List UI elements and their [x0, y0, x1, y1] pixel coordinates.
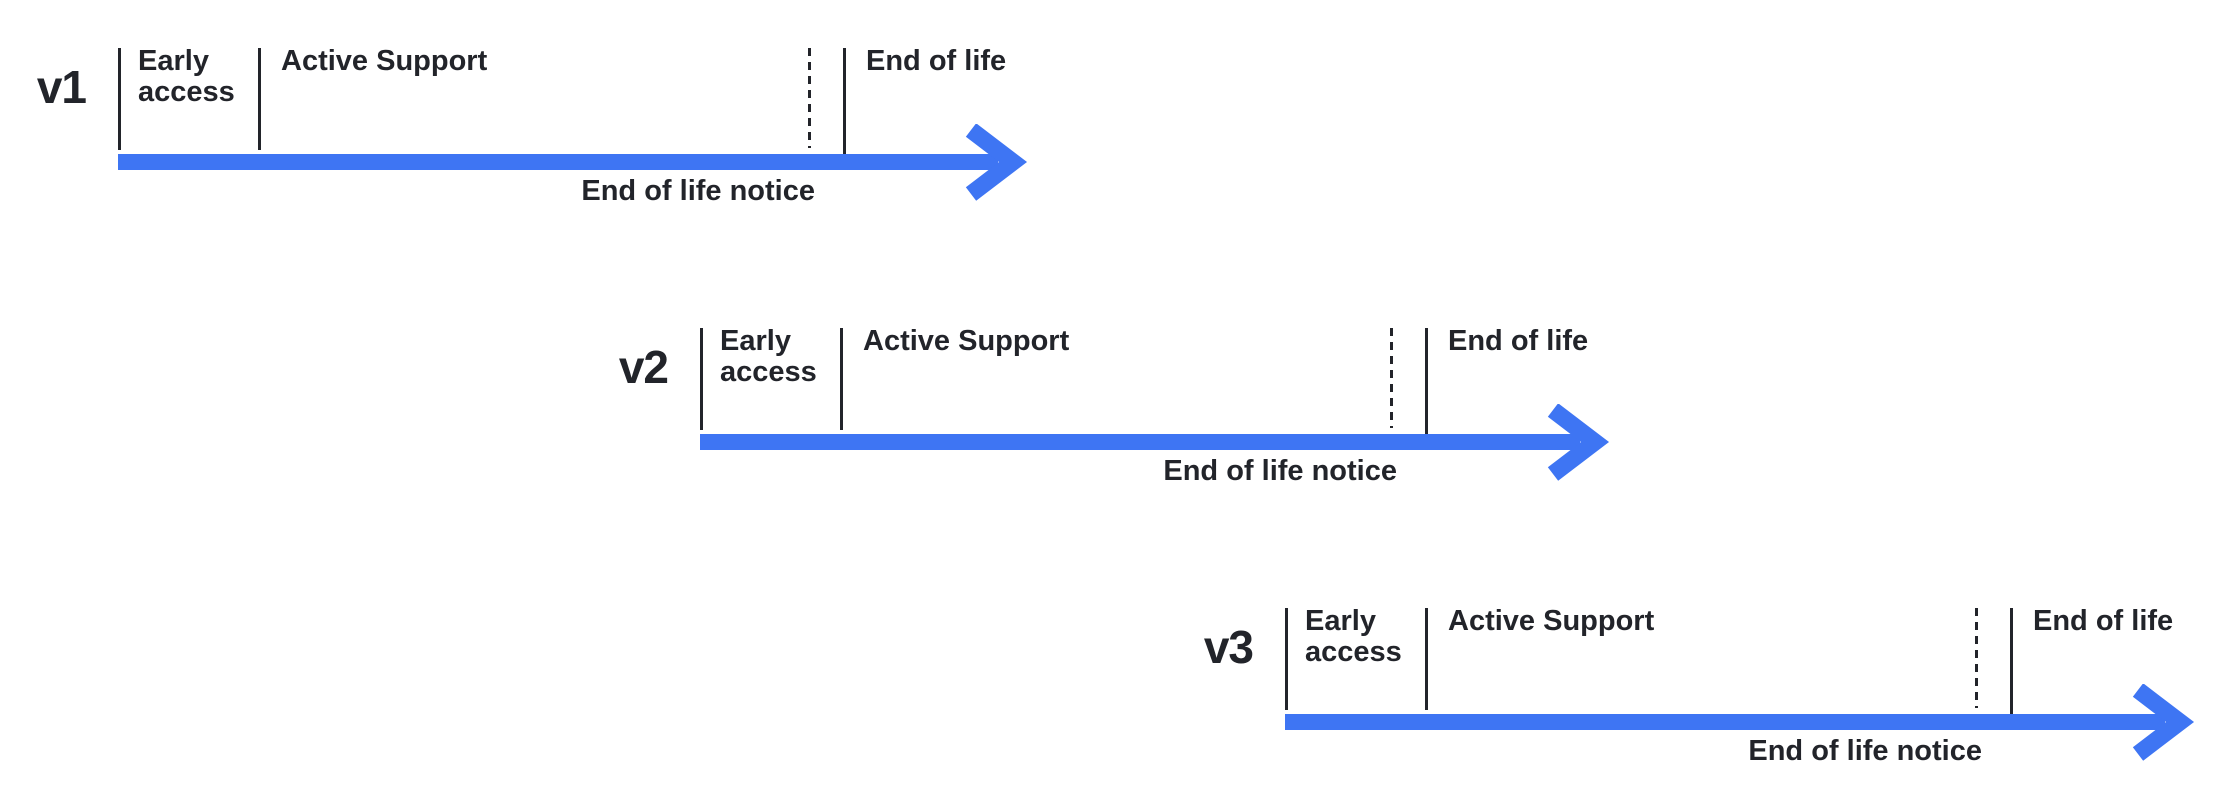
- end-of-life-start-tick: [1425, 328, 1428, 434]
- timeline-arrow-bar: [118, 154, 998, 170]
- early-access-label-line2: access: [1305, 636, 1402, 668]
- early-access-start-tick: [700, 328, 703, 430]
- active-support-start-tick: [258, 48, 261, 150]
- end-of-life-label: End of life: [1448, 325, 1589, 357]
- timeline-arrow-bar: [1285, 714, 2165, 730]
- end-of-life-notice-dashed-line: [808, 48, 811, 148]
- early-access-start-tick: [1285, 608, 1288, 710]
- end-of-life-label: End of life: [2033, 605, 2174, 637]
- timeline-arrow-head-icon: [1547, 404, 1610, 481]
- early-access-label-line2: access: [720, 356, 817, 388]
- timeline-v3: v3 Early access Active Support End of li…: [1204, 605, 2228, 788]
- active-support-start-tick: [1425, 608, 1428, 710]
- timeline-v1: v1 Early access Active Support End of li…: [37, 45, 1098, 228]
- active-support-label: Active Support: [863, 325, 1070, 357]
- early-access-label-line1: Early: [138, 45, 209, 77]
- end-of-life-notice-dashed-line: [1975, 608, 1978, 708]
- end-of-life-notice-label: End of life notice: [1748, 735, 1982, 767]
- active-support-label: Active Support: [1448, 605, 1655, 637]
- early-access-label: Early access: [138, 46, 235, 108]
- early-access-start-tick: [118, 48, 121, 150]
- early-access-label: Early access: [1305, 606, 1402, 668]
- end-of-life-label: End of life: [866, 45, 1007, 77]
- version-label-v3: v3: [1203, 621, 1254, 673]
- timeline-arrow-bar: [700, 434, 1580, 450]
- version-label-v1: v1: [36, 61, 87, 113]
- early-access-label-line1: Early: [720, 325, 791, 357]
- timeline-v2: v2 Early access Active Support End of li…: [619, 325, 1680, 508]
- timeline-arrow-head-icon: [2132, 684, 2195, 761]
- end-of-life-start-tick: [2010, 608, 2013, 714]
- version-label-v2: v2: [618, 341, 669, 393]
- end-of-life-start-tick: [843, 48, 846, 154]
- early-access-label: Early access: [720, 326, 817, 388]
- timeline-arrow-head-icon: [965, 124, 1028, 201]
- early-access-label-line2: access: [138, 76, 235, 108]
- end-of-life-notice-label: End of life notice: [1163, 455, 1397, 487]
- active-support-start-tick: [840, 328, 843, 430]
- active-support-label: Active Support: [281, 45, 488, 77]
- end-of-life-notice-label: End of life notice: [581, 175, 815, 207]
- early-access-label-line1: Early: [1305, 605, 1376, 637]
- end-of-life-notice-dashed-line: [1390, 328, 1393, 428]
